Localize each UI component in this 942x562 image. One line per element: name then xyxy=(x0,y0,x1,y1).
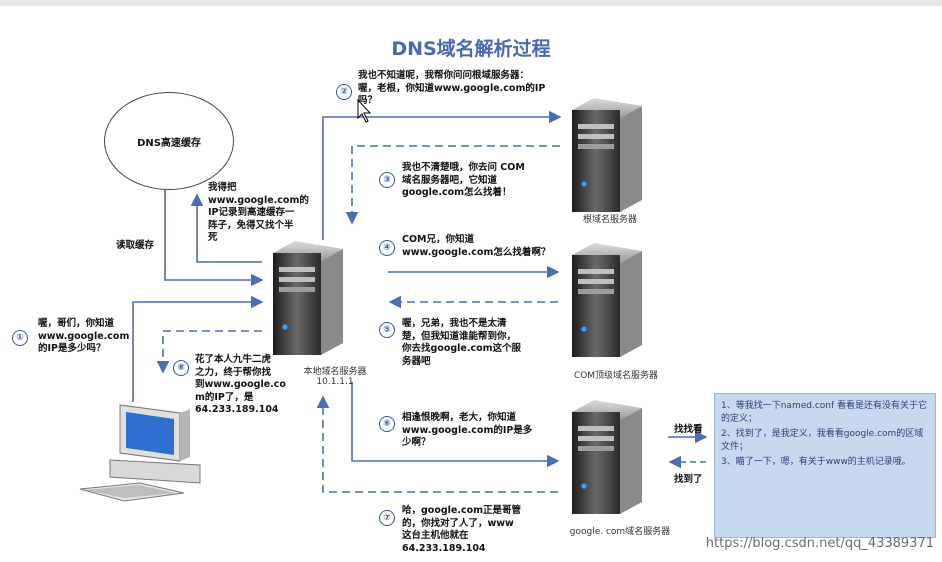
mouse-cursor-icon xyxy=(357,98,372,123)
step2-text: 我也不知道呢，我帮你问问根域服务器： 喔，老根，你知道www.google.co… xyxy=(358,70,546,106)
note-item: 2、找到了，是我定义，我看看google.com的区域文件； xyxy=(721,429,924,452)
google-server-icon xyxy=(572,400,642,514)
found-label: 找到了 xyxy=(674,474,703,485)
root-server-label: 根域名服务器 xyxy=(582,215,637,225)
watermark: https://blog.csdn.net/qq_43389371 xyxy=(705,536,934,551)
arrow-write-cache xyxy=(190,193,262,263)
arrow-step2 xyxy=(322,110,562,240)
arrow-step1 xyxy=(132,295,264,402)
arrow-step7 xyxy=(316,395,558,493)
top-strip xyxy=(0,0,942,6)
google-server-label: google. com域名服务器 xyxy=(569,527,671,537)
step8-badge: ⑧ xyxy=(173,360,189,376)
local-server-label: 本地域名服务器 10.1.1.1 xyxy=(303,367,367,387)
step8-text: 花了本人九牛二虎 之力，终于帮你找 到www.google.co m的IP了，是… xyxy=(195,354,286,415)
dns-cache-label: DNS高速缓存 xyxy=(137,137,201,149)
com-server-icon xyxy=(572,243,642,357)
step4-badge: ④ xyxy=(379,240,395,256)
com-server-label: COM顶级域名服务器 xyxy=(573,371,659,381)
root-server-icon xyxy=(572,98,642,212)
find-label: 找找看 xyxy=(674,424,703,435)
step5-text: 喔，兄弟，我也不是太清 楚，但我知道谁能帮到你， 你去找google.com这个… xyxy=(402,318,522,367)
step1-text: 喔，哥们，你知道 www.google.com 的IP是多少吗？ xyxy=(38,318,130,354)
step1-badge: ① xyxy=(12,330,28,346)
step5-badge: ⑤ xyxy=(379,322,395,338)
step6-text: 相逢恨晚啊，老大，你知道 www.google.com的IP是多 少啊？ xyxy=(402,412,533,448)
lookup-notes-box: 1、等我找一下named.conf 看看是还有没有关于它的定义； 2、找到了，是… xyxy=(714,393,936,538)
diagram-title: DNS域名解析过程 xyxy=(391,38,551,60)
dns-cache-ellipse: DNS高速缓存 xyxy=(104,92,234,190)
step2-badge: ② xyxy=(336,84,352,100)
local-server-icon xyxy=(273,241,343,355)
arrow-step6 xyxy=(351,382,560,468)
step3-badge: ③ xyxy=(379,172,395,188)
step4-text: COM兄，你知道 www.google.com怎么找着啊？ xyxy=(402,234,551,258)
write-cache-text: 我得把 www.google.com的 IP记录到高速缓存一 阵子，免得又找个半… xyxy=(208,182,309,243)
step6-badge: ⑥ xyxy=(379,416,395,432)
read-cache-label: 读取缓存 xyxy=(116,240,155,251)
note-item: 3、瞄了一下，嗯，有关于www的主机记录哦。 xyxy=(721,457,911,467)
client-computer-icon xyxy=(79,404,201,502)
step3-text: 我也不清楚哦，你去问 COM 域名服务器吧，它知道 google.com怎么找着… xyxy=(402,162,525,198)
arrow-step3 xyxy=(345,145,560,225)
note-item: 1、等我找一下named.conf 看看是还有没有关于它的定义； xyxy=(721,401,928,424)
arrow-read-cache xyxy=(164,188,264,287)
step7-badge: ⑦ xyxy=(379,510,395,526)
step7-text: 哈，google.com正是哥管 的，你找对了人了，www 这台主机他就在 64… xyxy=(402,505,522,554)
arrow-step8 xyxy=(156,330,262,374)
